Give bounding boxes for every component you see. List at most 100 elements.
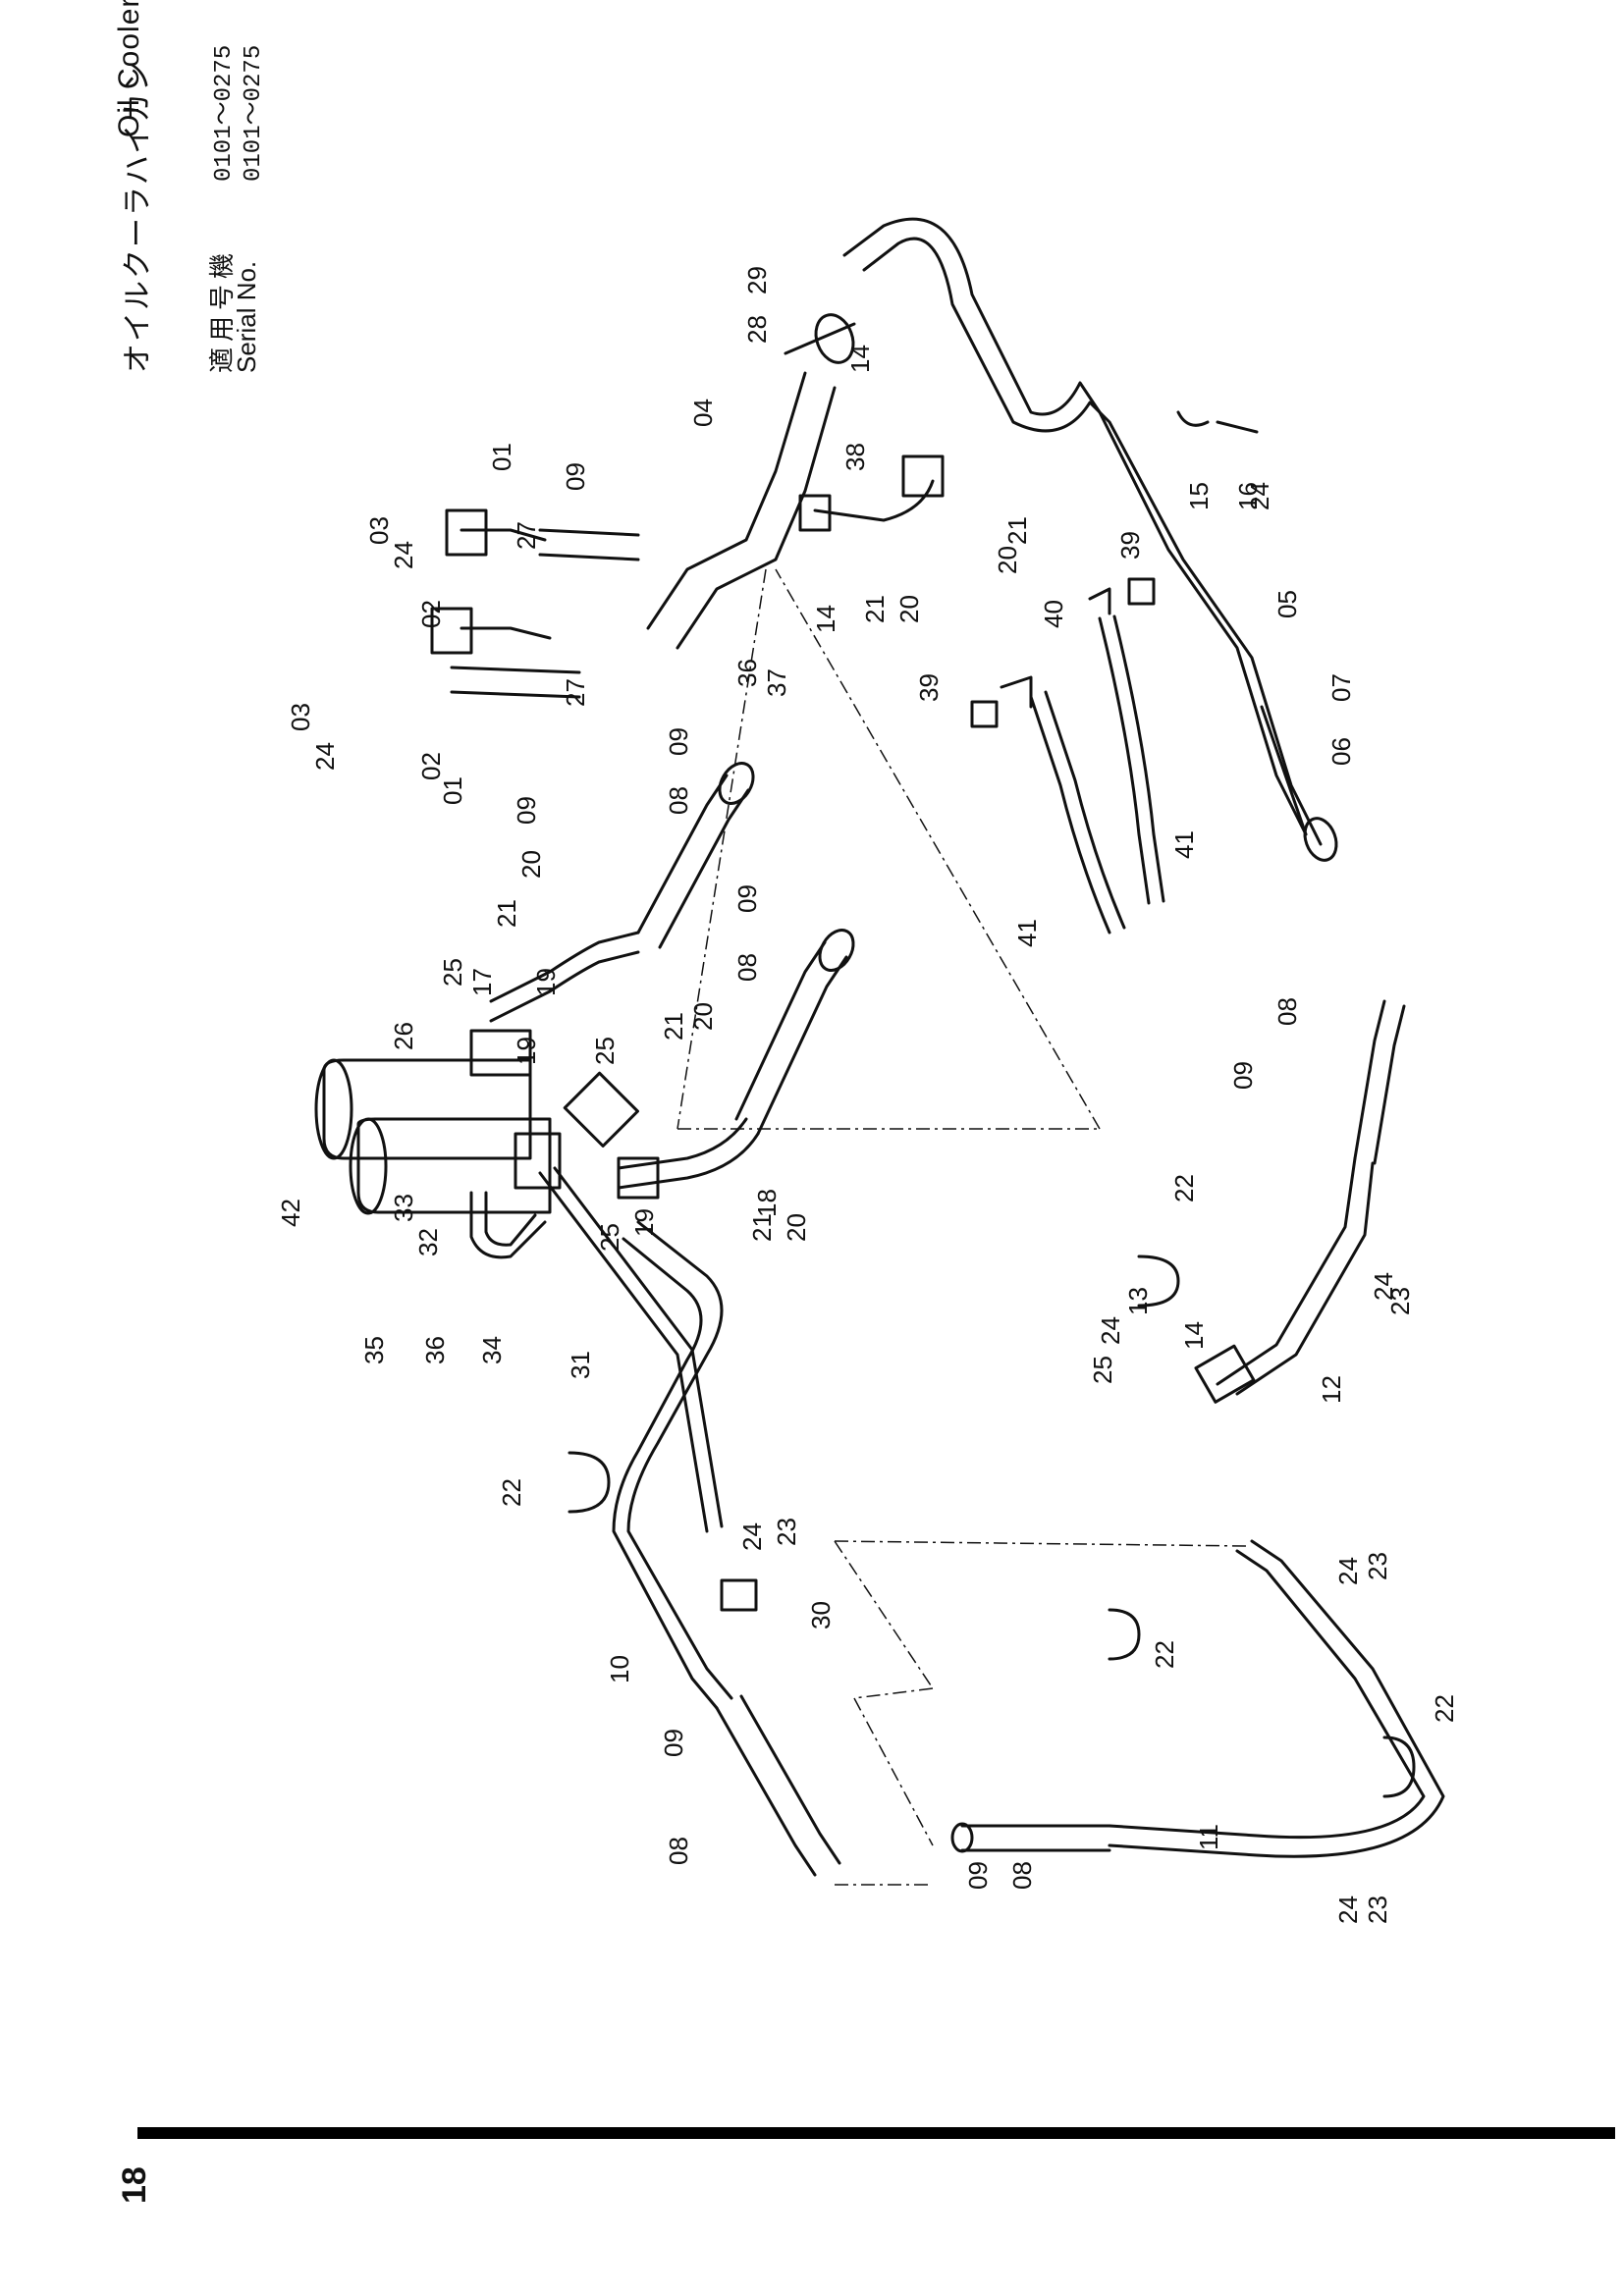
callout-09: 09	[659, 1729, 688, 1757]
callout-06: 06	[1326, 737, 1356, 766]
callout-15: 15	[1184, 482, 1214, 510]
callout-24: 24	[389, 541, 418, 569]
hose-41-right	[1098, 616, 1151, 905]
callout-09: 09	[664, 727, 693, 756]
pipe-31	[538, 1171, 709, 1533]
callout-27: 27	[512, 521, 541, 550]
callout-23: 23	[772, 1518, 801, 1546]
callout-07: 07	[1326, 673, 1356, 702]
callout-40: 40	[1039, 600, 1068, 628]
fitting-30	[720, 1578, 758, 1612]
callout-03: 03	[364, 516, 394, 545]
u-bolt-22-c	[1108, 1608, 1141, 1661]
manifold-04	[646, 371, 807, 630]
callout-14: 14	[811, 605, 840, 633]
hose-06	[1260, 705, 1308, 836]
callout-21: 21	[1002, 516, 1032, 545]
callout-14: 14	[1179, 1321, 1209, 1350]
pipe-17	[489, 931, 640, 1003]
bolt-16	[1216, 420, 1259, 434]
callout-24: 24	[310, 742, 340, 771]
callout-28: 28	[742, 315, 772, 344]
pipe-18	[617, 1117, 748, 1170]
callout-08: 08	[664, 1837, 693, 1865]
callout-22: 22	[497, 1478, 526, 1507]
callout-09: 09	[732, 884, 762, 913]
callout-18: 18	[752, 1189, 782, 1217]
cooler-flange-cross	[563, 1071, 639, 1148]
pipe-12	[1216, 1156, 1357, 1386]
elbow-40-right	[1088, 587, 1111, 615]
callout-35: 35	[359, 1336, 389, 1364]
callout-02: 02	[416, 752, 446, 780]
hose-41-left	[1029, 695, 1111, 934]
pipe-10	[626, 1220, 733, 1700]
oil-cooler-tank-lower	[349, 1117, 552, 1215]
cooler-flange-side	[514, 1132, 562, 1190]
callout-42: 42	[276, 1199, 305, 1227]
reference-lines	[676, 568, 1248, 1886]
callout-21: 21	[659, 1012, 688, 1041]
u-bolt-22-a	[568, 1451, 611, 1514]
callout-25: 25	[590, 1037, 620, 1065]
flange-38-a	[798, 494, 832, 532]
callout-09: 09	[561, 462, 590, 491]
callout-01: 01	[438, 776, 467, 805]
callout-36: 36	[420, 1336, 450, 1364]
callout-01: 01	[487, 443, 516, 471]
callout-09: 09	[963, 1861, 993, 1890]
callout-12: 12	[1317, 1375, 1346, 1404]
hose-32	[469, 1191, 547, 1259]
page-number: 18	[116, 2166, 153, 2204]
callout-19: 19	[512, 1037, 541, 1065]
callout-10: 10	[605, 1655, 634, 1683]
callout-11: 11	[1194, 1824, 1223, 1850]
callout-19: 19	[531, 968, 561, 996]
callout-24: 24	[1333, 1557, 1363, 1585]
callout-22: 22	[1150, 1640, 1179, 1669]
oil-cooler-tank-upper	[314, 1058, 532, 1160]
callout-19: 19	[629, 1208, 659, 1237]
cooler-flange-right	[617, 1156, 660, 1200]
callout-33: 33	[389, 1194, 418, 1222]
callout-29: 29	[742, 266, 772, 294]
callout-24: 24	[1245, 482, 1274, 510]
callout-08: 08	[1007, 1861, 1037, 1890]
pipe-11	[1108, 1549, 1426, 1840]
callout-37: 37	[762, 668, 791, 697]
callout-31: 31	[566, 1351, 595, 1379]
callout-26: 26	[389, 1022, 418, 1050]
callout-25: 25	[1088, 1356, 1117, 1384]
bottom-rule	[137, 2127, 1615, 2139]
elbow-01-right	[460, 528, 547, 542]
callout-23: 23	[1385, 1287, 1415, 1315]
elbow-40-left	[1000, 675, 1033, 709]
callout-24: 24	[737, 1522, 767, 1551]
callout-20: 20	[688, 1002, 718, 1031]
callout-02: 02	[416, 600, 446, 628]
callout-24: 24	[1333, 1896, 1363, 1924]
callout-09: 09	[1228, 1061, 1258, 1090]
callout-20: 20	[894, 595, 924, 623]
callout-08: 08	[732, 953, 762, 982]
flange-01-right	[445, 508, 488, 557]
callout-38: 38	[840, 443, 870, 471]
callout-17: 17	[467, 968, 497, 996]
callout-20: 20	[993, 546, 1022, 574]
hose-27-left	[450, 666, 581, 674]
callout-39: 39	[1115, 531, 1145, 560]
hose-08-lower-left	[715, 1706, 817, 1877]
callout-labels: 01 01 02 02 03 03 04 05 06 07 08 08 08 0…	[276, 266, 1459, 1924]
callout-27: 27	[561, 678, 590, 707]
callout-04: 04	[688, 399, 718, 427]
callout-20: 20	[782, 1213, 811, 1242]
callout-32: 32	[413, 1228, 443, 1256]
u-bolt-22-b	[1137, 1255, 1180, 1308]
callout-05: 05	[1272, 590, 1302, 618]
callout-24: 24	[1096, 1316, 1125, 1345]
callout-25: 25	[438, 958, 467, 987]
flange-12	[1194, 1344, 1256, 1404]
cooler-flange-top	[469, 1029, 532, 1077]
callout-08: 08	[1272, 997, 1302, 1026]
